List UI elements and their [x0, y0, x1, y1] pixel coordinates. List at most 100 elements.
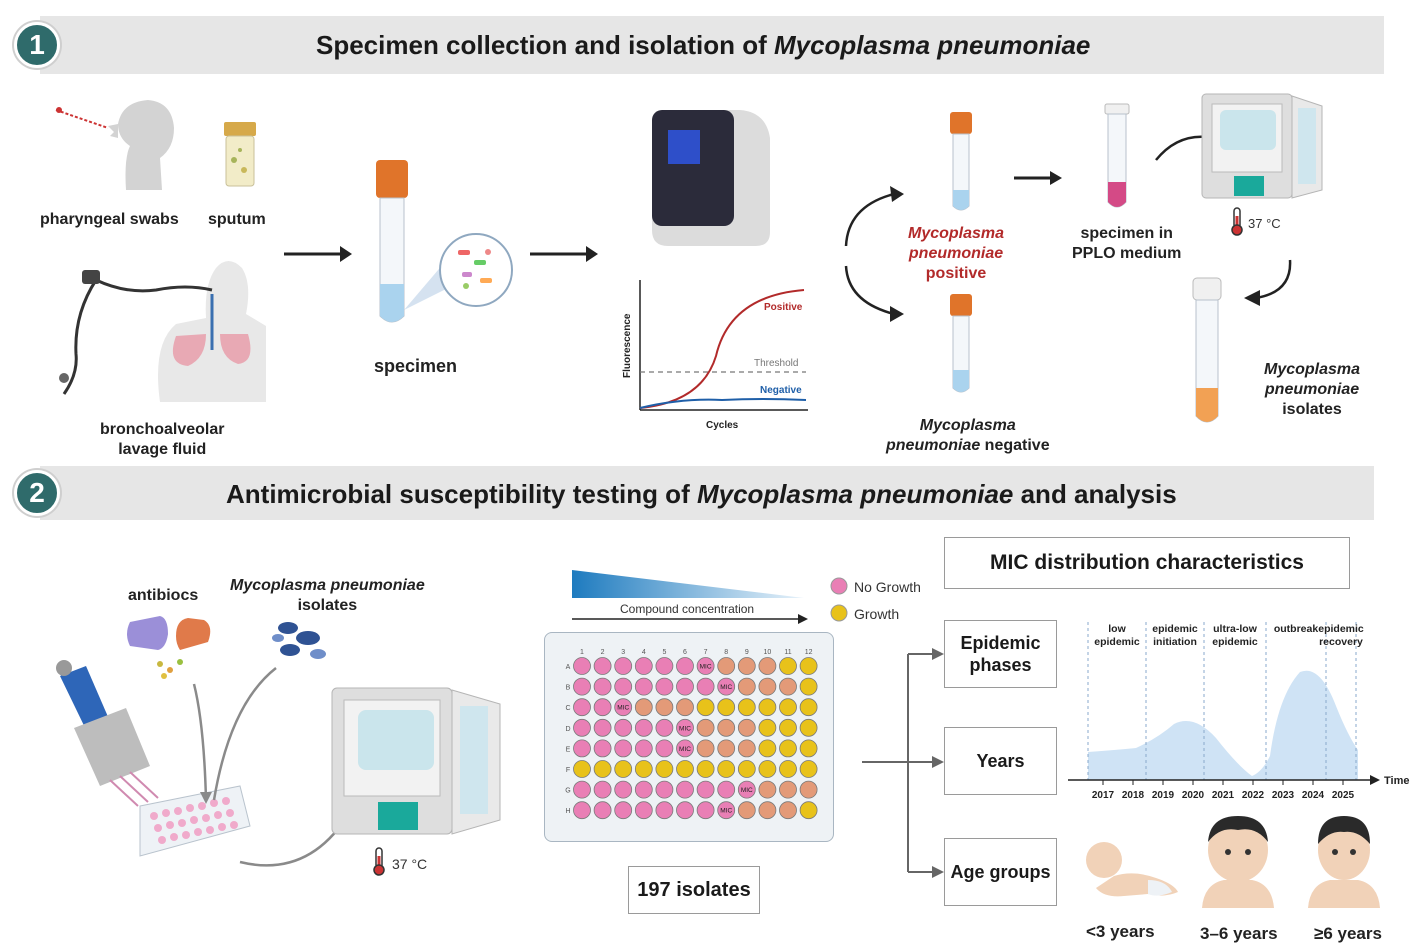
plate-well — [696, 718, 715, 737]
plate-well — [614, 801, 633, 820]
pcr-x-label: Cycles — [706, 420, 739, 431]
plate-column-label: 3 — [621, 649, 625, 656]
positive-label: Mycoplasma pneumoniae positive — [908, 225, 1005, 282]
legend-no-growth-swatch — [830, 577, 848, 595]
plate-well — [717, 739, 736, 758]
mic-well-label: MIC — [741, 787, 753, 794]
epidemic-wave-area — [1088, 670, 1358, 780]
plate-well — [573, 801, 591, 820]
mp-isolates-label: Mycoplasma pneumoniae isolates — [230, 577, 425, 614]
plate-well — [758, 801, 777, 820]
plate-well — [737, 698, 756, 717]
plate-well — [634, 760, 653, 778]
phase-label: epidemic — [1152, 623, 1198, 635]
year-tick-label: 2023 — [1272, 790, 1295, 801]
plate-well — [614, 780, 633, 799]
mic-well-label: MIC — [679, 725, 691, 732]
plate-row-label: C — [565, 705, 570, 712]
plate-well — [676, 760, 694, 778]
section1-title: Specimen collection and isolation of Myc… — [316, 30, 1091, 60]
section2-banner — [40, 466, 1374, 520]
age-3to6-label: 3–6 years — [1200, 924, 1278, 943]
plate-well — [737, 780, 756, 799]
plate-well — [634, 801, 653, 820]
plate-well — [799, 677, 818, 696]
compound-concentration-label: Compound concentration — [620, 602, 755, 616]
plate-well — [696, 657, 715, 675]
mic-well-label: MIC — [720, 808, 732, 815]
legend-no-growth-label: No Growth — [854, 579, 921, 595]
year-tick-label: 2018 — [1122, 790, 1145, 801]
phase-label: epidemic — [1318, 623, 1364, 635]
plate-well — [573, 698, 591, 717]
plate-well — [779, 780, 797, 799]
isolates-label: Mycoplasma pneumoniae isolates — [1264, 361, 1361, 418]
plate-well — [737, 801, 756, 820]
year-tick-label: 2017 — [1092, 790, 1115, 801]
year-tick-label: 2021 — [1212, 790, 1235, 801]
plate-well — [655, 657, 674, 675]
mic-well-label: MIC — [617, 705, 629, 712]
plate-row-label: F — [566, 767, 570, 774]
plate-well — [655, 760, 674, 778]
plate-well — [779, 801, 797, 820]
plate-column-label: 12 — [805, 649, 813, 656]
plate-well — [573, 718, 591, 737]
age-groups-box: Age groups — [944, 838, 1057, 906]
plate-well — [655, 698, 674, 717]
plate-well — [758, 739, 777, 758]
plate-well — [614, 718, 633, 737]
temperature-label: 37 °C — [392, 856, 428, 872]
plate-row-label: E — [566, 746, 571, 753]
plate-well — [799, 760, 818, 778]
section1-number-badge: 1 — [14, 22, 60, 68]
plate-column-label: 5 — [662, 649, 666, 656]
specimen-label: specimen — [374, 356, 458, 376]
pplo-label: specimen in PPLO medium — [1072, 225, 1182, 262]
plate-row-label: H — [565, 808, 570, 815]
plate-well — [614, 677, 633, 696]
plate-well — [696, 698, 715, 717]
plate-well — [573, 739, 591, 758]
mic-well-label: MIC — [679, 746, 691, 753]
phase-label: epidemic — [1094, 636, 1140, 648]
year-tick-label: 2022 — [1242, 790, 1265, 801]
plate-well — [614, 657, 633, 675]
plate-well — [737, 677, 756, 696]
positive-tube-icon — [950, 112, 972, 211]
isolate-tube-icon — [1192, 277, 1222, 423]
section2-number-badge: 2 — [14, 470, 60, 516]
temperature-label: 37 °C — [1248, 216, 1281, 231]
pipette-plate-icon — [56, 660, 251, 857]
plate-column-label: 4 — [642, 649, 646, 656]
arrow-right-icon — [530, 246, 598, 262]
plate-well — [655, 780, 674, 799]
converging-arrows-icon — [192, 667, 277, 804]
section2-title: Antimicrobial susceptibility testing of … — [226, 479, 1177, 509]
plate-column-label: 11 — [784, 649, 791, 656]
pcr-y-label: Fluorescence — [622, 313, 633, 378]
swab-person-icon — [55, 100, 174, 190]
years-box: Years — [944, 727, 1057, 795]
plate-well — [593, 657, 612, 675]
plate-well — [655, 718, 674, 737]
plate-well — [717, 760, 736, 778]
year-tick-label: 2019 — [1152, 790, 1175, 801]
incubator-icon — [331, 687, 501, 835]
toddler-icon — [1202, 816, 1274, 908]
plate-well — [779, 657, 797, 675]
branch-arrows-icon — [862, 648, 944, 878]
plate-well — [737, 718, 756, 737]
plate-row-label: D — [565, 726, 570, 733]
phase-label: recovery — [1319, 636, 1363, 648]
legend-growth-swatch — [830, 604, 848, 622]
plate-well — [676, 677, 694, 696]
pcr-negative-label: Negative — [760, 385, 802, 396]
year-tick-label: 2020 — [1182, 790, 1205, 801]
pcr-positive-label: Positive — [764, 302, 803, 313]
plate-well — [779, 760, 797, 778]
antibiocs-label: antibiocs — [128, 587, 199, 604]
plate-well — [779, 718, 797, 737]
plate-well — [573, 657, 591, 675]
plate-well — [758, 760, 777, 778]
